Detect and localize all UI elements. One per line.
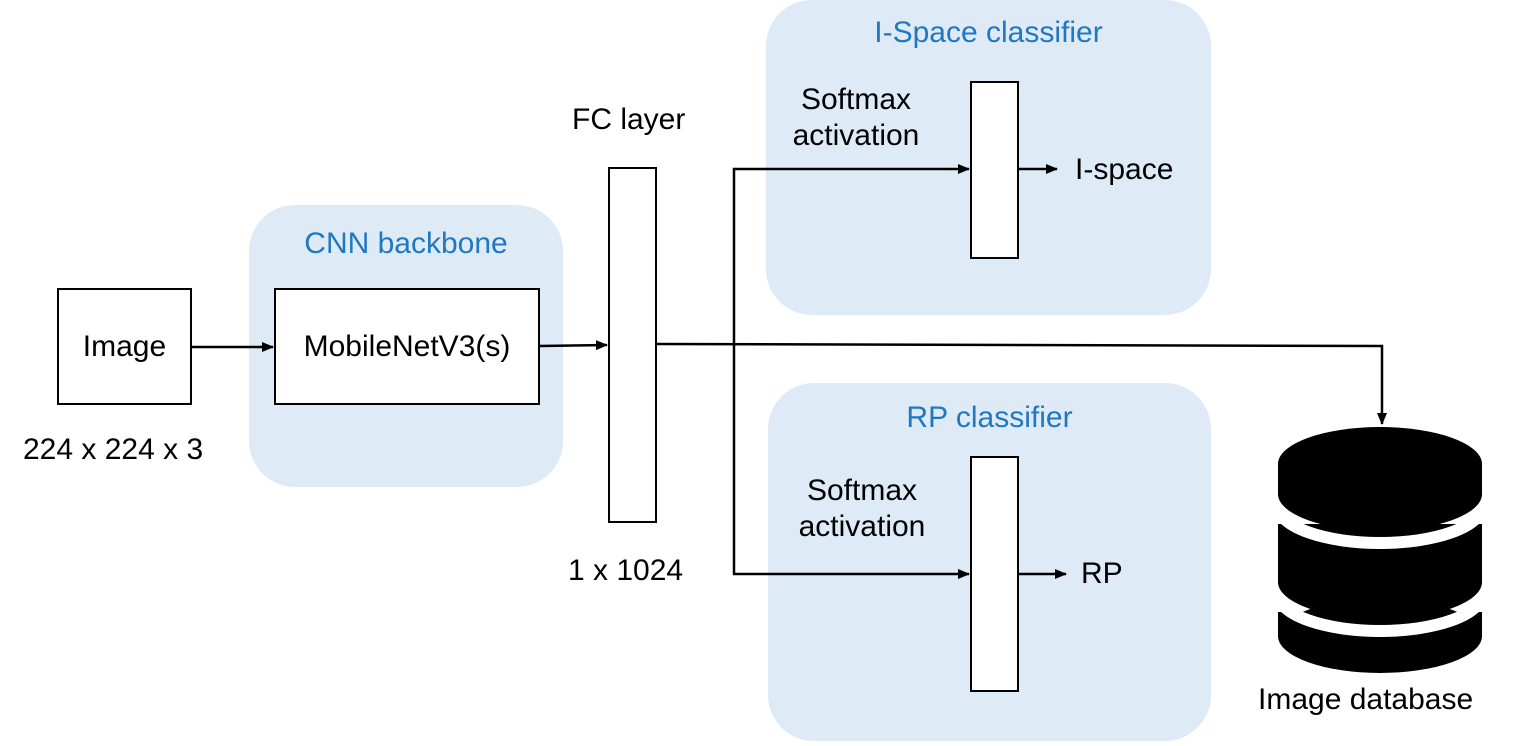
database-label: Image database (1258, 683, 1474, 716)
arrow-to-rp-classifier (732, 346, 970, 579)
image-input-box: Image (57, 288, 192, 405)
ispace-output-bar (970, 81, 1019, 259)
image-input-label: Image (82, 329, 167, 363)
arrow-to-ispace-classifier (732, 164, 970, 346)
image-dims-label: 224 x 224 x 3 (23, 433, 204, 466)
fc-layer-bar (608, 167, 657, 523)
rp-softmax-line1: Softmax (806, 474, 918, 507)
rp-output-label: RP (1081, 557, 1123, 590)
cnn-backbone-title: CNN backbone (304, 227, 508, 260)
ispace-classifier-panel: I-Space classifier (766, 0, 1211, 315)
rp-softmax-line2: activation (798, 510, 926, 543)
ispace-softmax-line2: activation (792, 119, 920, 152)
rp-output-bar (970, 456, 1019, 692)
fc-dims-label: 1 x 1024 (568, 554, 684, 587)
ispace-softmax-label: Softmax activation (776, 82, 936, 154)
arrow-fc-to-database (656, 342, 1387, 425)
mobilenet-label: MobileNetV3(s) (303, 329, 511, 363)
rp-classifier-title: RP classifier (906, 401, 1073, 434)
mobilenet-box: MobileNetV3(s) (274, 288, 540, 405)
arrow-backbone-to-fc (539, 340, 608, 351)
rp-softmax-label: Softmax activation (782, 473, 942, 545)
fc-layer-title: FC layer (572, 103, 686, 136)
ispace-softmax-line1: Softmax (800, 83, 912, 116)
ispace-classifier-title: I-Space classifier (874, 16, 1103, 49)
ispace-output-label: I-space (1075, 153, 1174, 186)
database-icon (1276, 427, 1484, 673)
